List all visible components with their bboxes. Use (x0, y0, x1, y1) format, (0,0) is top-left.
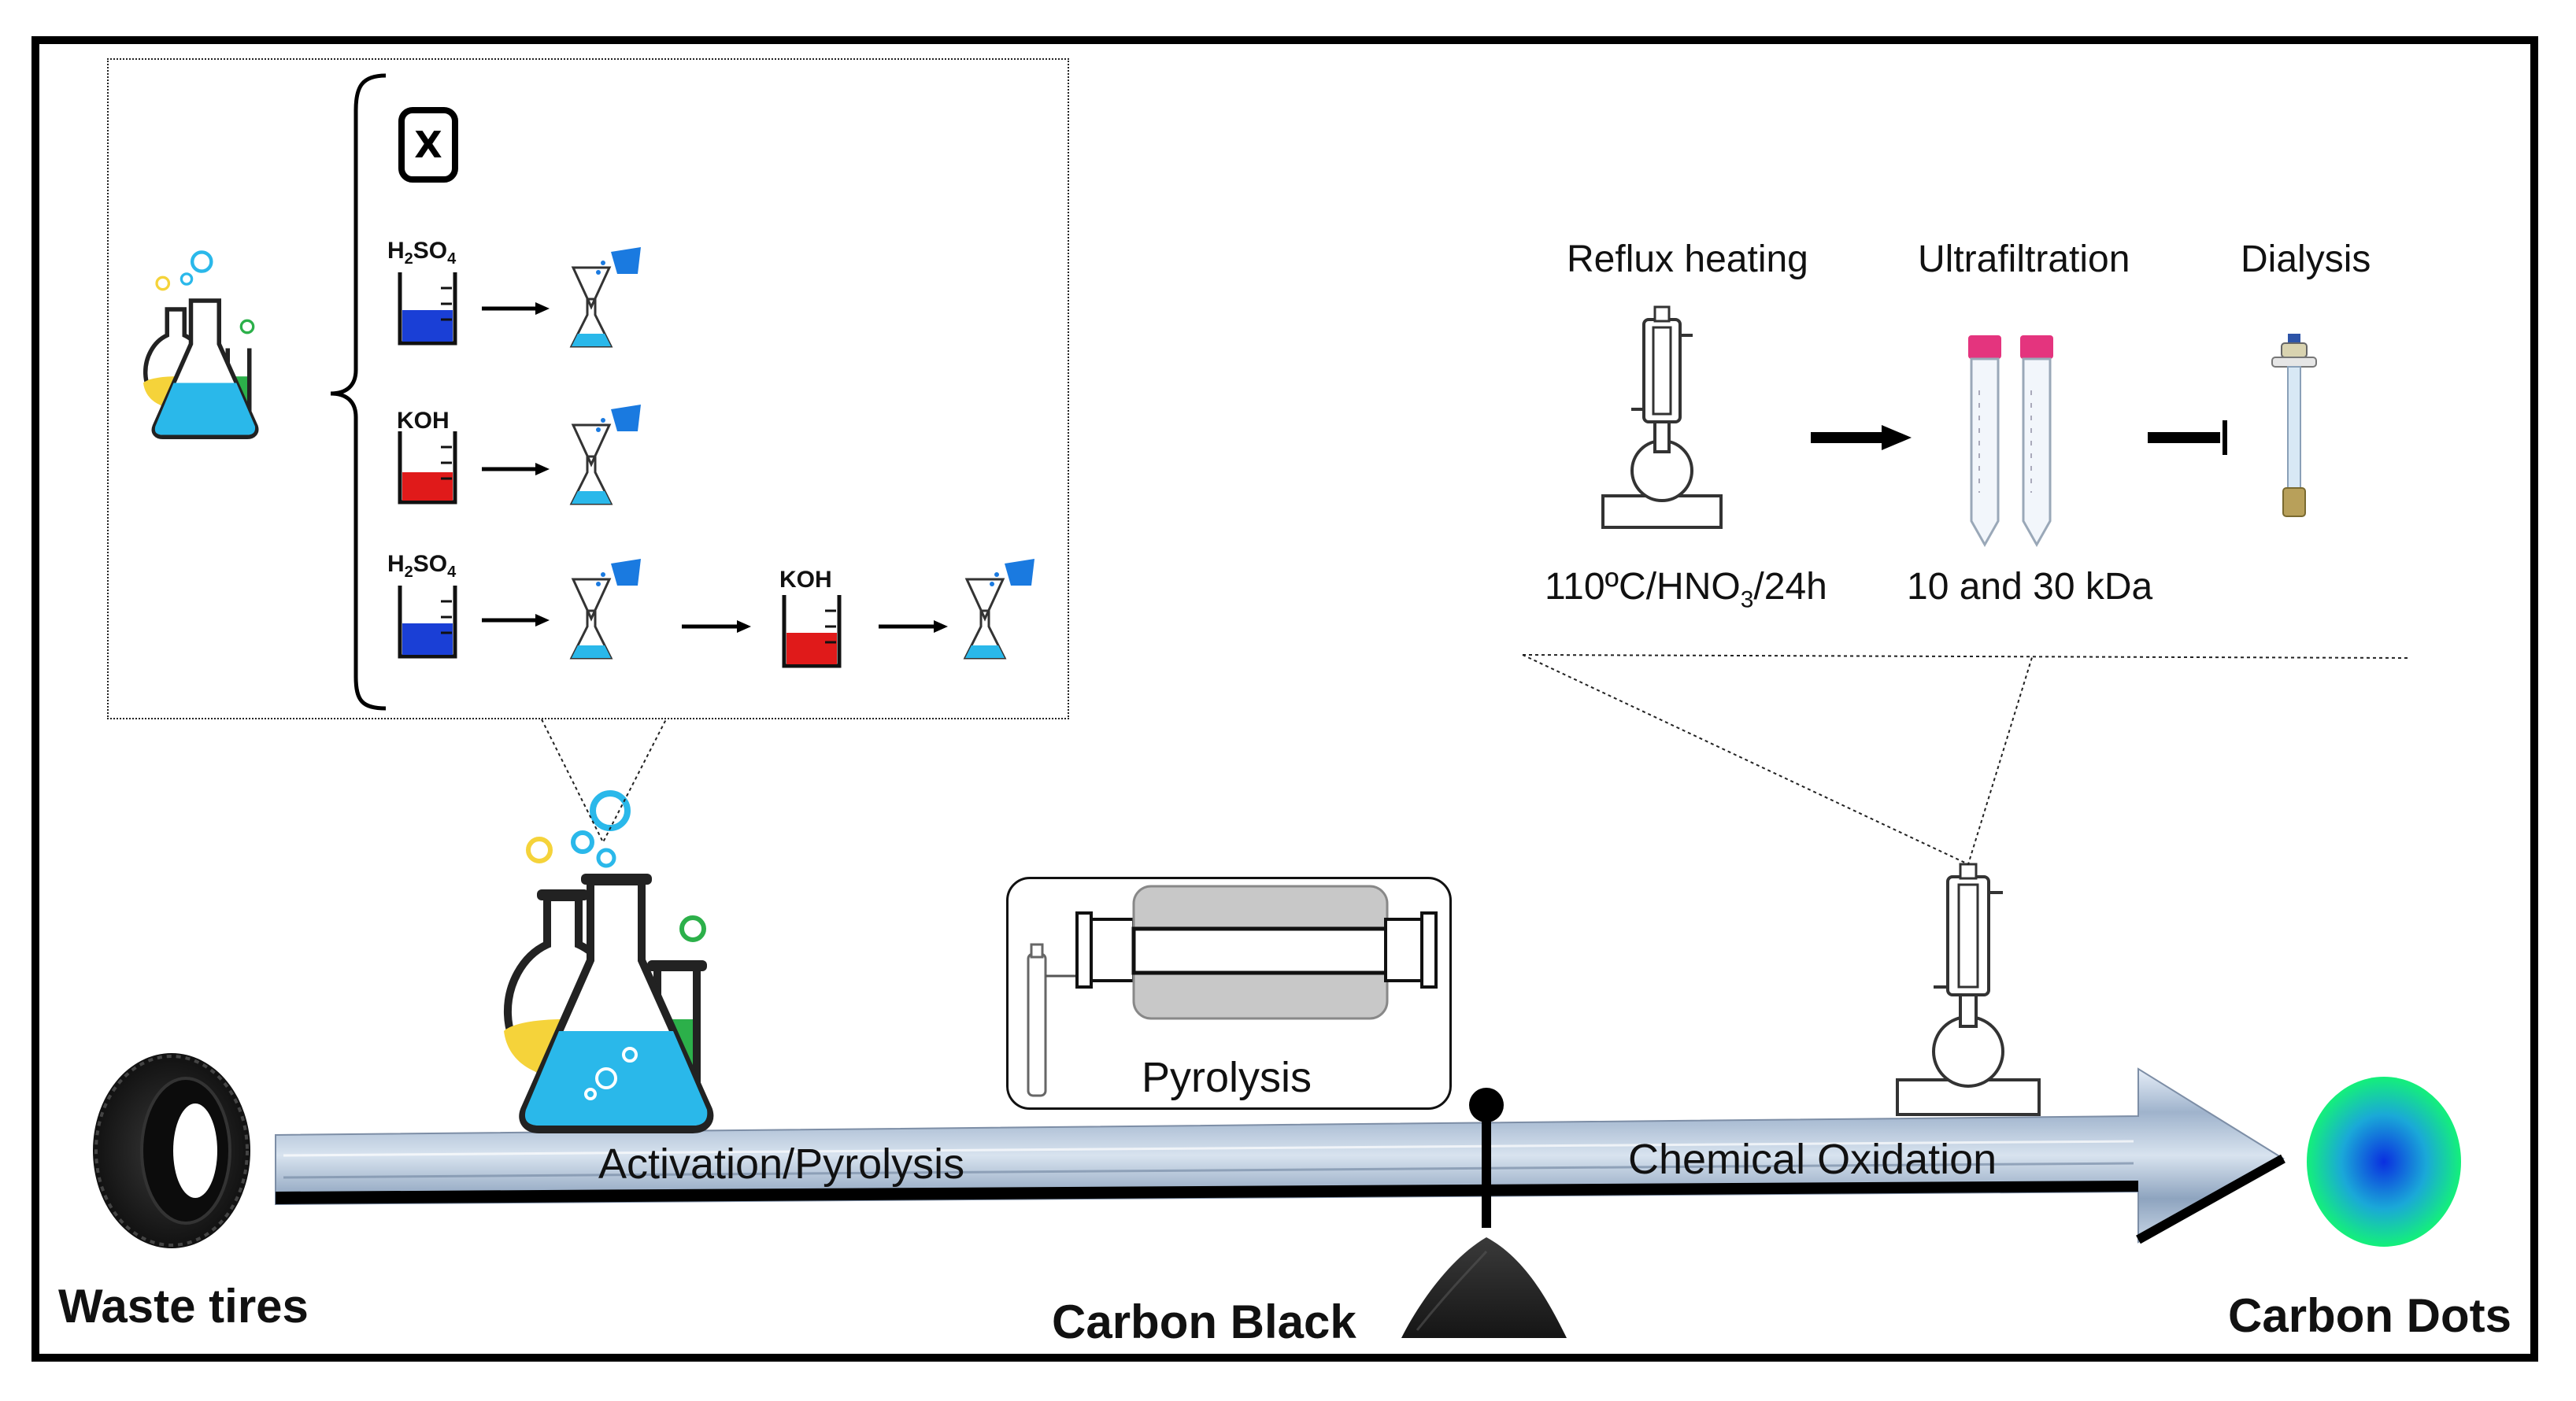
filtration-flask-icon (569, 559, 641, 660)
step-arrow-1 (1811, 425, 1912, 450)
filtration-flask-icon (569, 405, 641, 505)
reagent-label-route-3: H2SO4 (387, 551, 457, 581)
condition-main: 110ºC/HNO (1545, 566, 1741, 608)
waste-tires-label: Waste tires (58, 1280, 309, 1333)
route-3 (398, 559, 1034, 668)
route-2 (398, 405, 641, 505)
pyrolysis-label: Pyrolysis (1142, 1054, 1312, 1101)
outer-frame (31, 36, 2538, 1362)
tire-icon (93, 1053, 250, 1248)
carbon-dots-label: Carbon Dots (2228, 1289, 2511, 1342)
step-arrow-2 (2148, 420, 2227, 455)
stage1-label: Activation/Pyrolysis (598, 1140, 965, 1188)
x-symbol: X (414, 124, 442, 166)
stage2-label: Chemical Oxidation (1628, 1136, 1997, 1183)
condition-tail: /24h (1753, 566, 1827, 608)
reflux-apparatus-icon (1896, 863, 2041, 1116)
reagent-so: SO (413, 551, 448, 577)
x-symbol-box: X (398, 107, 458, 183)
base-beaker-icon (398, 431, 457, 505)
dialysis-device-icon (2271, 334, 2317, 517)
pyrolysis-box (1006, 877, 1452, 1110)
carbon-black-label: Carbon Black (1052, 1296, 1356, 1348)
acid-beaker-icon (398, 272, 457, 346)
oxidation-callout (1522, 654, 2034, 866)
reagent-h: H (387, 551, 405, 577)
condition-sub: 3 (1740, 586, 1754, 613)
reagent-sub: 4 (447, 250, 457, 268)
carbon-black-pin (1469, 1088, 1504, 1228)
ultrafiltration-title: Ultrafiltration (1918, 238, 2130, 280)
oxidation-panel-baseline (1522, 654, 2410, 659)
activation-panel (107, 58, 1069, 719)
filtration-flask-icon (569, 247, 641, 348)
activation-callout (541, 719, 667, 845)
reflux-condition: 110ºC/HNO3/24h (1545, 568, 1827, 612)
reflux-title: Reflux heating (1567, 238, 1808, 280)
base-beaker-icon (782, 595, 842, 668)
timeline-arrow (275, 1067, 2285, 1244)
second-reagent-label: KOH (779, 567, 832, 593)
tube-furnace-icon (1027, 885, 1438, 1097)
chemistry-flasks-small-icon (143, 250, 259, 440)
reagent-label-route-2: KOH (397, 408, 450, 434)
reflux-small-icon (1601, 305, 1723, 529)
filtration-flask-icon (963, 559, 1034, 660)
reagent-sub: 4 (447, 564, 457, 581)
chemistry-flasks-icon (504, 790, 714, 1133)
reagent-sub: 2 (404, 564, 413, 581)
route-1 (398, 247, 641, 348)
route-bracket (330, 73, 387, 711)
dialysis-title: Dialysis (2241, 238, 2371, 280)
reagent-h: H (387, 238, 405, 264)
carbon-dot-icon (2307, 1077, 2461, 1247)
reagent-label-route-1: H2SO4 (387, 238, 457, 268)
centrifuge-tubes-icon (1968, 335, 2053, 548)
reagent-so: SO (413, 238, 448, 264)
ultrafiltration-condition: 10 and 30 kDa (1907, 566, 2153, 608)
acid-beaker-icon (398, 586, 457, 659)
reagent-sub: 2 (404, 250, 413, 268)
carbon-black-heap-icon (1401, 1237, 1567, 1338)
